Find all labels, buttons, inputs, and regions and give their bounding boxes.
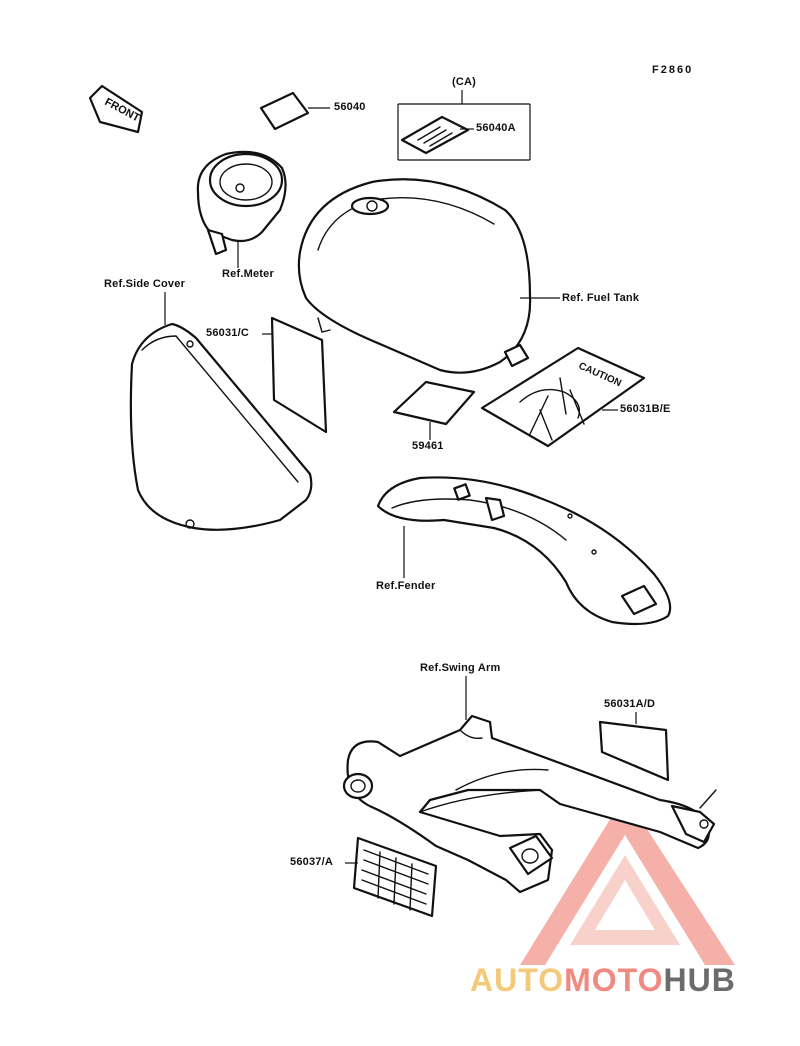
watermark-part-auto: AUTO [470,962,565,998]
callout-59461: 59461 [412,440,444,452]
callout-ref-side-cover: Ref.Side Cover [104,278,186,290]
callout-56040: 56040 [334,101,366,113]
ca-note: (CA) [452,76,477,88]
decal-56040 [259,91,330,131]
meter-part [196,150,287,268]
callout-56037a: 56037/A [290,856,333,868]
decal-56040a-group [397,90,531,161]
callout-ref-fender: Ref.Fender [376,580,436,592]
swing-arm-part [342,676,717,894]
fender-part [376,476,672,626]
callout-ref-meter: Ref.Meter [222,268,274,280]
watermark-part-moto: MOTO [564,962,664,998]
watermark-logo-text: AUTOMOTOHUB [470,962,736,999]
fuel-tank-part [297,178,560,374]
front-arrow-icon [88,84,144,134]
side-cover-part [129,292,313,531]
figure-code: F2860 [652,64,694,76]
callout-ref-swing-arm: Ref.Swing Arm [420,662,501,674]
decal-56031ad [598,712,670,782]
decal-56037a [345,836,438,918]
callout-56031ad: 56031A/D [604,698,656,710]
callout-56031be: 56031B/E [620,403,671,415]
decal-56031c [262,316,328,434]
watermark-part-hub: HUB [663,962,736,998]
callout-ref-fuel-tank: Ref. Fuel Tank [562,292,640,304]
callout-56040a: 56040A [476,122,516,134]
callout-56031c: 56031/C [206,327,249,339]
watermark-logo-triangle [520,795,735,965]
decal-59461 [392,380,476,440]
caution-decal-56031be [480,346,646,448]
